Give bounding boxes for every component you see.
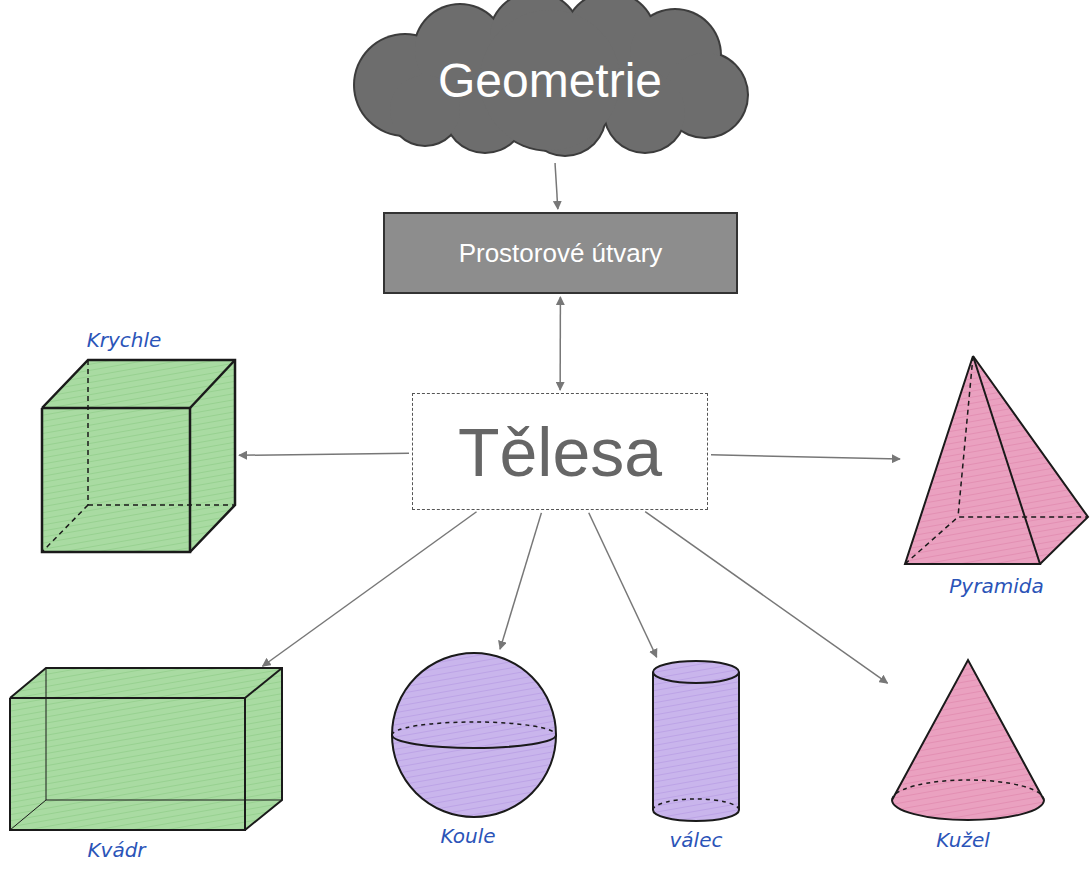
node-title: Prostorové útvary [459,238,663,269]
visible-edge [973,356,1088,564]
sphere-outline [392,653,556,817]
cylinder-top [653,661,739,683]
text-wrap: Tělesa [413,394,707,509]
connector-arrow [645,512,887,683]
connector-arrow [263,512,477,666]
figure-fill [10,668,282,830]
visible-edge [245,668,282,698]
figure-fill [10,668,282,830]
figure-fill [653,661,739,821]
pyramid-figure: Pyramida [903,354,1090,568]
visible-edge [46,668,282,800]
visible-edge [892,800,1044,820]
visible-edge [905,356,1040,564]
visible-edge [42,360,235,552]
shape-label: válec [670,828,723,852]
category-box: Prostorové útvary [383,212,738,294]
sphere-drawing [391,652,557,818]
cuboid-drawing [10,668,283,832]
visible-edge [42,408,190,552]
shape-label: Kvádr [87,838,145,862]
connector-arrow [500,513,541,649]
cube-figure: Krychle [42,360,236,553]
connector-arrow [711,455,900,459]
figure-fill [392,653,556,817]
shape-label: Koule [440,824,495,848]
connector-arrow [559,297,561,390]
figure-fill [42,360,235,552]
connector-arrow [239,453,409,455]
figure-texture [653,661,739,821]
text-wrap: Prostorové útvary [385,214,736,292]
topic-box: Tělesa [412,393,708,510]
shape-label: Krychle [87,328,162,352]
text-wrap: Geometrie [345,0,755,160]
cylinder-drawing [652,660,740,822]
node-title: Geometrie [438,53,662,108]
shape-label: Kužel [936,828,990,852]
visible-edge [10,800,46,830]
connector-arrow [589,513,657,658]
hidden-edge [905,517,1088,564]
cuboid-figure: Kvádr [10,668,283,832]
hidden-edge [892,780,1044,800]
hidden-edge [653,799,739,810]
visible-edge [653,810,739,821]
visible-edge [10,668,282,830]
cylinder-figure: válec [652,660,740,822]
visible-edge [652,672,654,810]
hidden-edge [392,722,556,735]
hidden-edge [87,360,89,505]
visible-edge [392,735,556,748]
cone-drawing [890,658,1046,822]
shape-label: Pyramida [949,574,1043,598]
cone-figure: Kužel [890,658,1046,822]
cube-drawing [42,360,236,553]
figure-fill [42,360,235,552]
sphere-figure: Koule [391,652,557,818]
visible-edge [892,660,1044,800]
hidden-edge [88,504,235,506]
hidden-edge [42,505,88,552]
figure-texture [892,660,1044,820]
visible-edge [190,360,235,408]
figure-fill [905,356,1088,564]
figure-fill [892,660,1044,820]
visible-edge [738,672,740,810]
connector-arrow [555,163,558,209]
figure-fill [905,356,1088,564]
visible-edge [10,698,245,830]
pyramid-drawing [903,354,1090,568]
node-title: Tělesa [458,413,662,491]
cloud-node: Geometrie [345,0,755,160]
